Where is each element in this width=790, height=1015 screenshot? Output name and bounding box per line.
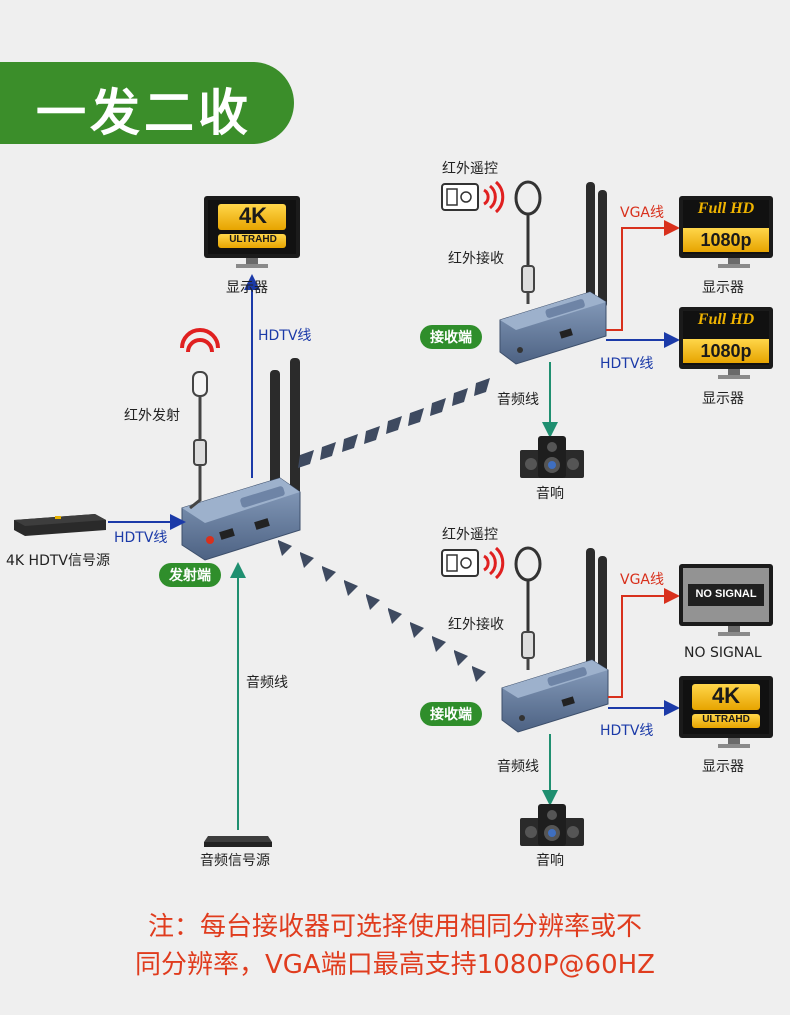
display2-label-top: 显示器 [702, 391, 744, 407]
source-label: 4K HDTV信号源 [6, 553, 110, 569]
audio-label-bottom: 音频线 [497, 759, 539, 775]
wireless-chevrons-bottom [278, 540, 486, 682]
display-label-tx: 显示器 [226, 280, 268, 296]
hdtv-out-label: HDTV线 [258, 328, 312, 344]
ir-rx-label-top: 红外接收 [448, 251, 504, 267]
remote-label-top: 红外遥控 [442, 161, 498, 177]
transmitter-pill: 发射端 [159, 563, 221, 587]
vga-label-top: VGA线 [620, 205, 665, 221]
vga-label-bottom: VGA线 [620, 572, 665, 588]
remote-label-bottom: 红外遥控 [442, 527, 498, 543]
ir-receiver-cable-bottom [514, 546, 542, 670]
receiver-top-pill: 接收端 [420, 325, 482, 349]
hdtv-label-bottom: HDTV线 [600, 723, 654, 739]
speaker-top [520, 436, 584, 478]
monitor-4k-top [204, 196, 300, 268]
speaker-label-top: 音响 [536, 486, 564, 502]
ir-receiver-cable-top [514, 180, 542, 304]
ir-rx-label-bottom: 红外接收 [448, 617, 504, 633]
audio-label-top: 音频线 [497, 392, 539, 408]
hdtv-label-top: HDTV线 [600, 356, 654, 372]
no-signal-label: NO SIGNAL [684, 645, 762, 661]
receiver-bottom-device [501, 548, 609, 733]
receiver-bottom-pill: 接收端 [420, 702, 482, 726]
wireless-chevrons-top [298, 378, 490, 468]
hdtv-in-label: HDTV线 [114, 530, 168, 546]
audio-source-device [204, 836, 272, 847]
screen-fullhd-2-top: Full HD [697, 311, 755, 328]
screen-no-signal: NO SIGNAL [695, 588, 757, 600]
page-title: 一发二收 [36, 84, 252, 142]
hdtv-source-box [14, 514, 106, 536]
note-line-2: 同分辨率，VGA端口最高支持1080P@60HZ [134, 950, 655, 980]
monitor-no-signal [679, 564, 773, 636]
display1-label-top: 显示器 [702, 280, 744, 296]
screen-4k-bottom-small: ULTRAHD [702, 714, 750, 725]
audio-source-label: 音频信号源 [200, 853, 270, 869]
screen-fullhd-2-bottom: 1080p [700, 341, 752, 361]
monitor-fullhd-1 [679, 196, 773, 268]
monitor-fullhd-2 [679, 307, 773, 379]
monitor-4k-bottom [679, 676, 773, 748]
screen-fullhd-1-top: Full HD [697, 200, 755, 217]
speaker-bottom [520, 804, 584, 846]
ir-remote-bottom [441, 546, 505, 580]
ir-tx-label: 红外发射 [124, 408, 180, 424]
screen-4k-bottom-big: 4K [711, 683, 741, 708]
ir-remote-top [441, 180, 505, 214]
ir-emitter [180, 328, 220, 510]
title-banner [0, 62, 294, 144]
speaker-label-bottom: 音响 [536, 853, 564, 869]
receiver-top-device [499, 182, 607, 365]
screen-fullhd-1-bottom: 1080p [700, 230, 752, 250]
screen-4k-small: ULTRAHD [229, 234, 277, 245]
screen-4k-big: 4K [238, 203, 268, 228]
display2-label-bottom: 显示器 [702, 759, 744, 775]
transmitter-device [181, 358, 301, 561]
audio-label-tx: 音频线 [246, 675, 288, 691]
note-line-1: 注：每台接收器可选择使用相同分辨率或不 [147, 912, 642, 942]
